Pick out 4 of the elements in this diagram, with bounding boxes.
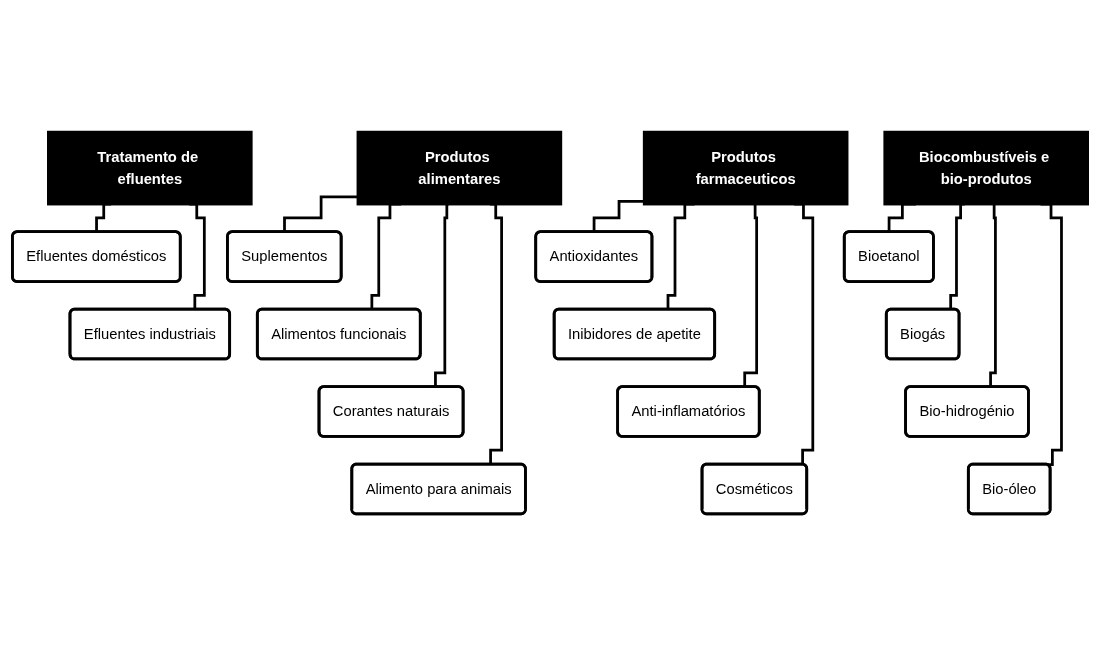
node-box: Tratamento de efluentes: [47, 130, 253, 206]
node-box: Biocombustíveis e bio-produtos: [883, 130, 1089, 206]
node-box: Produtos alimentares: [356, 130, 563, 206]
node-box: Produtos farmaceuticos: [642, 130, 849, 206]
